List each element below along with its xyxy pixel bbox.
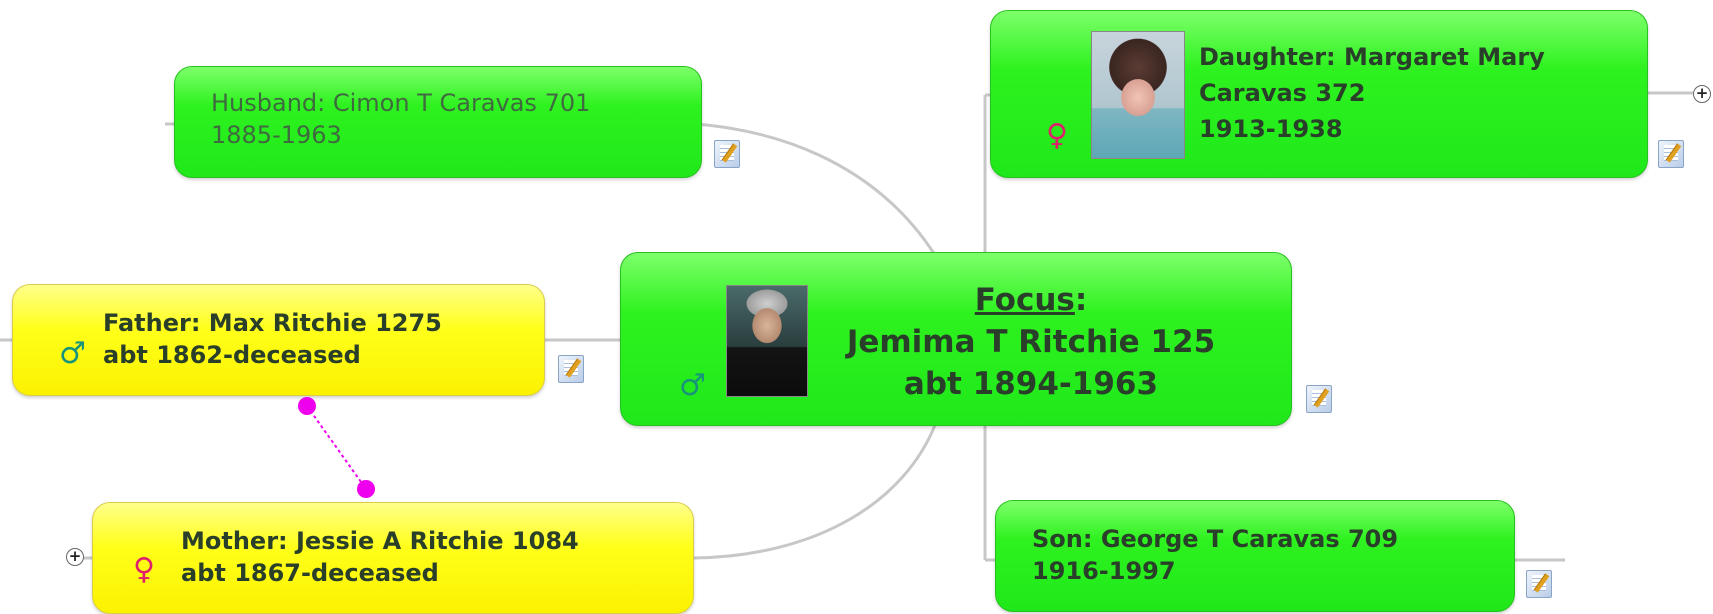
expand-mother-button[interactable]: + (66, 548, 84, 566)
daughter-name-1: Daughter: Margaret Mary (1199, 43, 1545, 71)
focus-colon: : (1074, 282, 1088, 318)
focus-label: Focus (974, 282, 1075, 318)
focus-note-icon[interactable] (1306, 385, 1332, 413)
father-dates: abt 1862-deceased (103, 341, 361, 369)
expand-daughter-button[interactable]: + (1693, 85, 1711, 103)
father-node[interactable]: ♂ Father: Max Ritchie 1275 abt 1862-dece… (12, 284, 545, 396)
son-dates: 1916-1997 (1032, 557, 1176, 585)
focus-node[interactable]: ♂ Focus: Jemima T Ritchie 125 abt 1894-1… (620, 252, 1292, 426)
son-node[interactable]: Son: George T Caravas 709 1916-1997 (995, 500, 1515, 612)
mother-dates: abt 1867-deceased (181, 559, 439, 587)
relationship-dot-father[interactable] (298, 397, 316, 415)
connector-mother (693, 424, 937, 560)
husband-note-icon[interactable] (714, 140, 740, 168)
male-symbol-icon: ♂ (59, 336, 86, 371)
daughter-photo (1091, 31, 1185, 159)
focus-dates: abt 1894-1963 (903, 366, 1159, 402)
son-name: Son: George T Caravas 709 (1032, 525, 1399, 553)
male-symbol-icon: ♂ (679, 368, 706, 403)
husband-node[interactable]: Husband: Cimon T Caravas 701 1885-1963 (174, 66, 702, 178)
daughter-note-icon[interactable] (1658, 140, 1684, 168)
husband-name: Husband: Cimon T Caravas 701 (211, 89, 591, 117)
focus-photo (726, 285, 808, 397)
daughter-dates: 1913-1938 (1199, 115, 1343, 143)
daughter-name-2: Caravas 372 (1199, 79, 1366, 107)
focus-name: Jemima T Ritchie 125 (846, 324, 1216, 360)
father-name: Father: Max Ritchie 1275 (103, 309, 442, 337)
mother-node[interactable]: ♀ Mother: Jessie A Ritchie 1084 abt 1867… (92, 502, 694, 614)
relationship-dot-mother[interactable] (357, 480, 375, 498)
female-symbol-icon: ♀ (133, 552, 155, 587)
mother-name: Mother: Jessie A Ritchie 1084 (181, 527, 579, 555)
husband-dates: 1885-1963 (211, 121, 342, 149)
daughter-node[interactable]: ♀ Daughter: Margaret Mary Caravas 372 19… (990, 10, 1648, 178)
son-note-icon[interactable] (1526, 570, 1552, 598)
female-symbol-icon: ♀ (1046, 118, 1068, 153)
father-note-icon[interactable] (558, 355, 584, 383)
relationship-link (306, 405, 367, 490)
